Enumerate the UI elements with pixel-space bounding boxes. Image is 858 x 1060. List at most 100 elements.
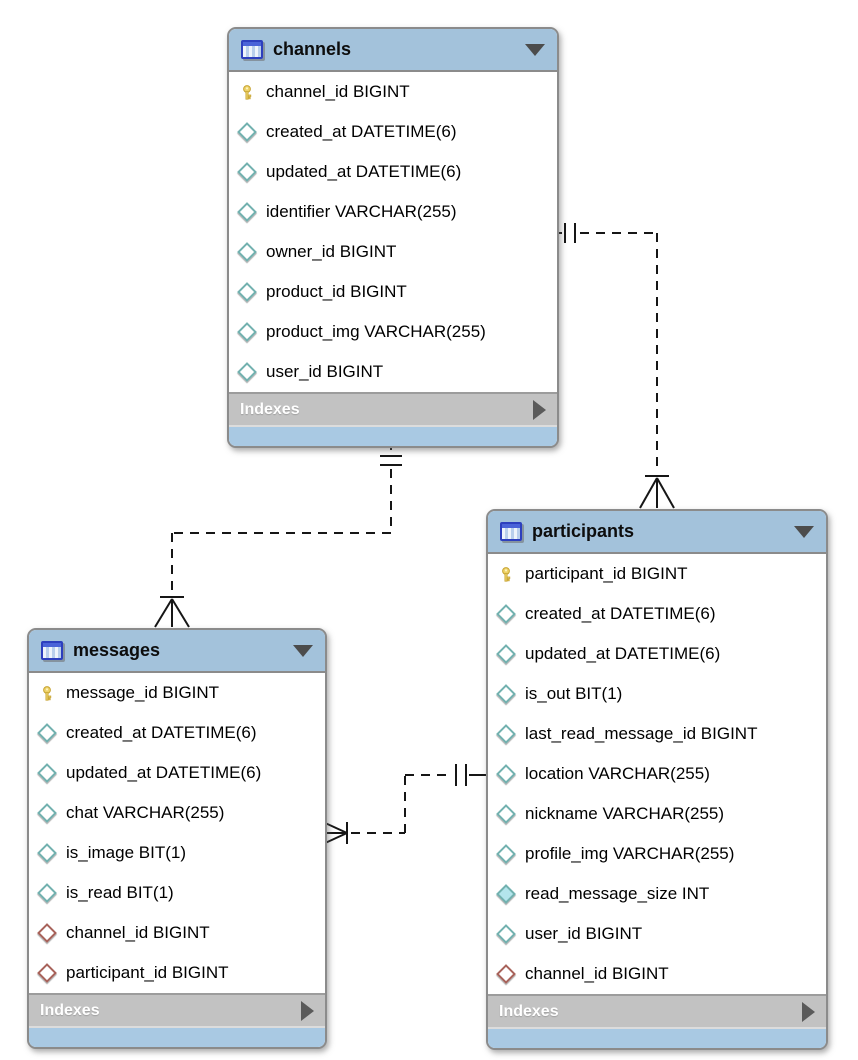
field-label: created_at DATETIME(6) — [266, 122, 457, 141]
table-row[interactable]: read_message_size INT — [488, 874, 826, 914]
table-icon — [41, 641, 63, 660]
attribute-diamond-icon — [237, 162, 257, 182]
key-icon — [498, 566, 514, 582]
attribute-diamond-icon — [37, 763, 57, 783]
field-label: is_out BIT(1) — [525, 684, 623, 703]
table-row[interactable]: channel_id BIGINT — [229, 72, 557, 112]
table-row[interactable]: updated_at DATETIME(6) — [29, 753, 325, 793]
table-participants[interactable]: participants participant_id BIGINT creat… — [486, 509, 828, 1050]
table-header[interactable]: messages — [29, 630, 325, 673]
attribute-diamond-icon — [37, 803, 57, 823]
attribute-diamond-icon — [237, 362, 257, 382]
attribute-diamond-icon — [237, 242, 257, 262]
field-label: chat VARCHAR(255) — [66, 803, 225, 822]
table-row[interactable]: participant_id BIGINT — [29, 953, 325, 993]
table-row[interactable]: owner_id BIGINT — [229, 232, 557, 272]
key-icon — [239, 84, 255, 100]
field-label: identifier VARCHAR(255) — [266, 202, 457, 221]
attribute-diamond-icon — [37, 843, 57, 863]
field-label: nickname VARCHAR(255) — [525, 804, 725, 823]
table-row[interactable]: product_id BIGINT — [229, 272, 557, 312]
field-label: last_read_message_id BIGINT — [525, 724, 758, 743]
table-bottom-bar — [488, 1027, 826, 1048]
fk-diamond-icon — [37, 963, 57, 983]
table-header[interactable]: channels — [229, 29, 557, 72]
attribute-diamond-icon — [237, 122, 257, 142]
table-title: channels — [273, 39, 352, 59]
field-label: is_read BIT(1) — [66, 883, 174, 902]
collapse-triangle-icon[interactable] — [293, 644, 313, 657]
table-row[interactable]: channel_id BIGINT — [488, 954, 826, 994]
relationship-channels-messages — [154, 442, 402, 628]
table-row[interactable]: is_read BIT(1) — [29, 873, 325, 913]
field-label: product_id BIGINT — [266, 282, 407, 301]
table-row[interactable]: user_id BIGINT — [488, 914, 826, 954]
table-row[interactable]: user_id BIGINT — [229, 352, 557, 392]
attribute-diamond-icon — [496, 804, 516, 824]
attribute-diamond-icon — [496, 724, 516, 744]
table-icon — [241, 40, 263, 59]
field-label: participant_id BIGINT — [525, 564, 688, 583]
indexes-bar[interactable]: Indexes — [229, 392, 557, 425]
table-row[interactable]: nickname VARCHAR(255) — [488, 794, 826, 834]
indexes-label: Indexes — [499, 1002, 559, 1020]
field-label: is_image BIT(1) — [66, 843, 186, 862]
indexes-bar[interactable]: Indexes — [488, 994, 826, 1027]
column-list: channel_id BIGINT created_at DATETIME(6)… — [229, 72, 557, 392]
table-row[interactable]: participant_id BIGINT — [488, 554, 826, 594]
table-row[interactable]: identifier VARCHAR(255) — [229, 192, 557, 232]
table-row[interactable]: is_image BIT(1) — [29, 833, 325, 873]
table-row[interactable]: created_at DATETIME(6) — [29, 713, 325, 753]
table-title: messages — [73, 640, 161, 660]
attribute-diamond-icon — [237, 322, 257, 342]
fk-diamond-icon — [37, 923, 57, 943]
table-row[interactable]: created_at DATETIME(6) — [229, 112, 557, 152]
table-row[interactable]: created_at DATETIME(6) — [488, 594, 826, 634]
field-label: message_id BIGINT — [66, 683, 220, 702]
table-row[interactable]: last_read_message_id BIGINT — [488, 714, 826, 754]
table-row[interactable]: channel_id BIGINT — [29, 913, 325, 953]
indexes-bar[interactable]: Indexes — [29, 993, 325, 1026]
field-label: participant_id BIGINT — [66, 963, 229, 982]
field-label: location VARCHAR(255) — [525, 764, 710, 783]
attribute-diamond-icon — [496, 924, 516, 944]
attribute-diamond-icon — [496, 764, 516, 784]
table-row[interactable]: is_out BIT(1) — [488, 674, 826, 714]
attribute-diamond-icon — [237, 282, 257, 302]
relationship-channels-participants — [555, 223, 675, 509]
table-row[interactable]: updated_at DATETIME(6) — [229, 152, 557, 192]
expand-triangle-icon[interactable] — [533, 399, 546, 420]
column-list: participant_id BIGINT created_at DATETIM… — [488, 554, 826, 994]
table-row[interactable]: message_id BIGINT — [29, 673, 325, 713]
table-row[interactable]: updated_at DATETIME(6) — [488, 634, 826, 674]
collapse-triangle-icon[interactable] — [794, 525, 814, 538]
field-label: channel_id BIGINT — [525, 964, 669, 983]
field-label: owner_id BIGINT — [266, 242, 397, 261]
attribute-diamond-icon — [496, 684, 516, 704]
field-label: channel_id BIGINT — [266, 82, 410, 101]
collapse-triangle-icon[interactable] — [525, 43, 545, 56]
table-row[interactable]: product_img VARCHAR(255) — [229, 312, 557, 352]
indexes-label: Indexes — [40, 1001, 100, 1019]
field-label: created_at DATETIME(6) — [525, 604, 716, 623]
table-channels[interactable]: channels channel_id BIGINT created_at DA… — [227, 27, 559, 448]
attribute-diamond-icon — [496, 604, 516, 624]
table-title: participants — [532, 521, 635, 541]
table-row[interactable]: profile_img VARCHAR(255) — [488, 834, 826, 874]
attribute-diamond-icon — [37, 883, 57, 903]
table-row[interactable]: chat VARCHAR(255) — [29, 793, 325, 833]
table-header[interactable]: participants — [488, 511, 826, 554]
field-label: updated_at DATETIME(6) — [66, 763, 262, 782]
expand-triangle-icon[interactable] — [301, 1000, 314, 1021]
fk-diamond-icon — [496, 964, 516, 984]
field-label: product_img VARCHAR(255) — [266, 322, 486, 341]
attribute-diamond-icon — [496, 644, 516, 664]
table-row[interactable]: location VARCHAR(255) — [488, 754, 826, 794]
field-label: updated_at DATETIME(6) — [266, 162, 462, 181]
relationship-participants-messages — [322, 764, 486, 845]
expand-triangle-icon[interactable] — [802, 1001, 815, 1022]
attribute-diamond-icon — [37, 723, 57, 743]
field-label: updated_at DATETIME(6) — [525, 644, 721, 663]
table-bottom-bar — [29, 1026, 325, 1047]
table-messages[interactable]: messages message_id BIGINT created_at DA… — [27, 628, 327, 1049]
